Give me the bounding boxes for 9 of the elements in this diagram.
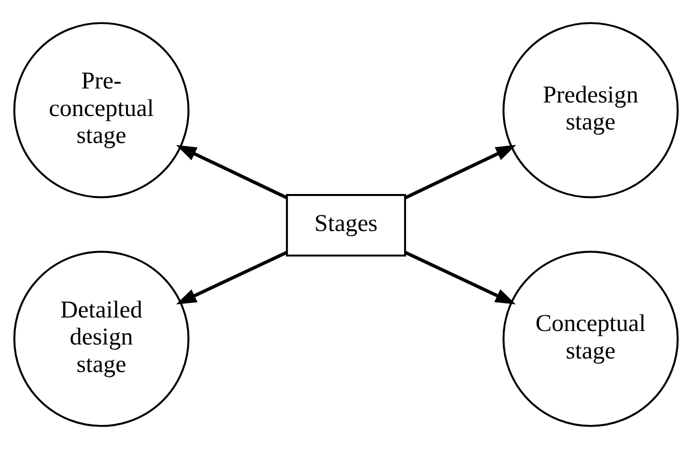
node-box: Stages [286,194,406,257]
arrow [176,145,288,200]
arrow [404,144,516,200]
node-circle: Pre- conceptual stage [13,22,190,198]
node-circle: Detailed design stage [13,250,190,427]
arrow [176,250,288,304]
arrow [404,250,516,304]
node-circle: Predesign stage [502,22,679,198]
node-circle: Conceptual stage [502,250,679,427]
